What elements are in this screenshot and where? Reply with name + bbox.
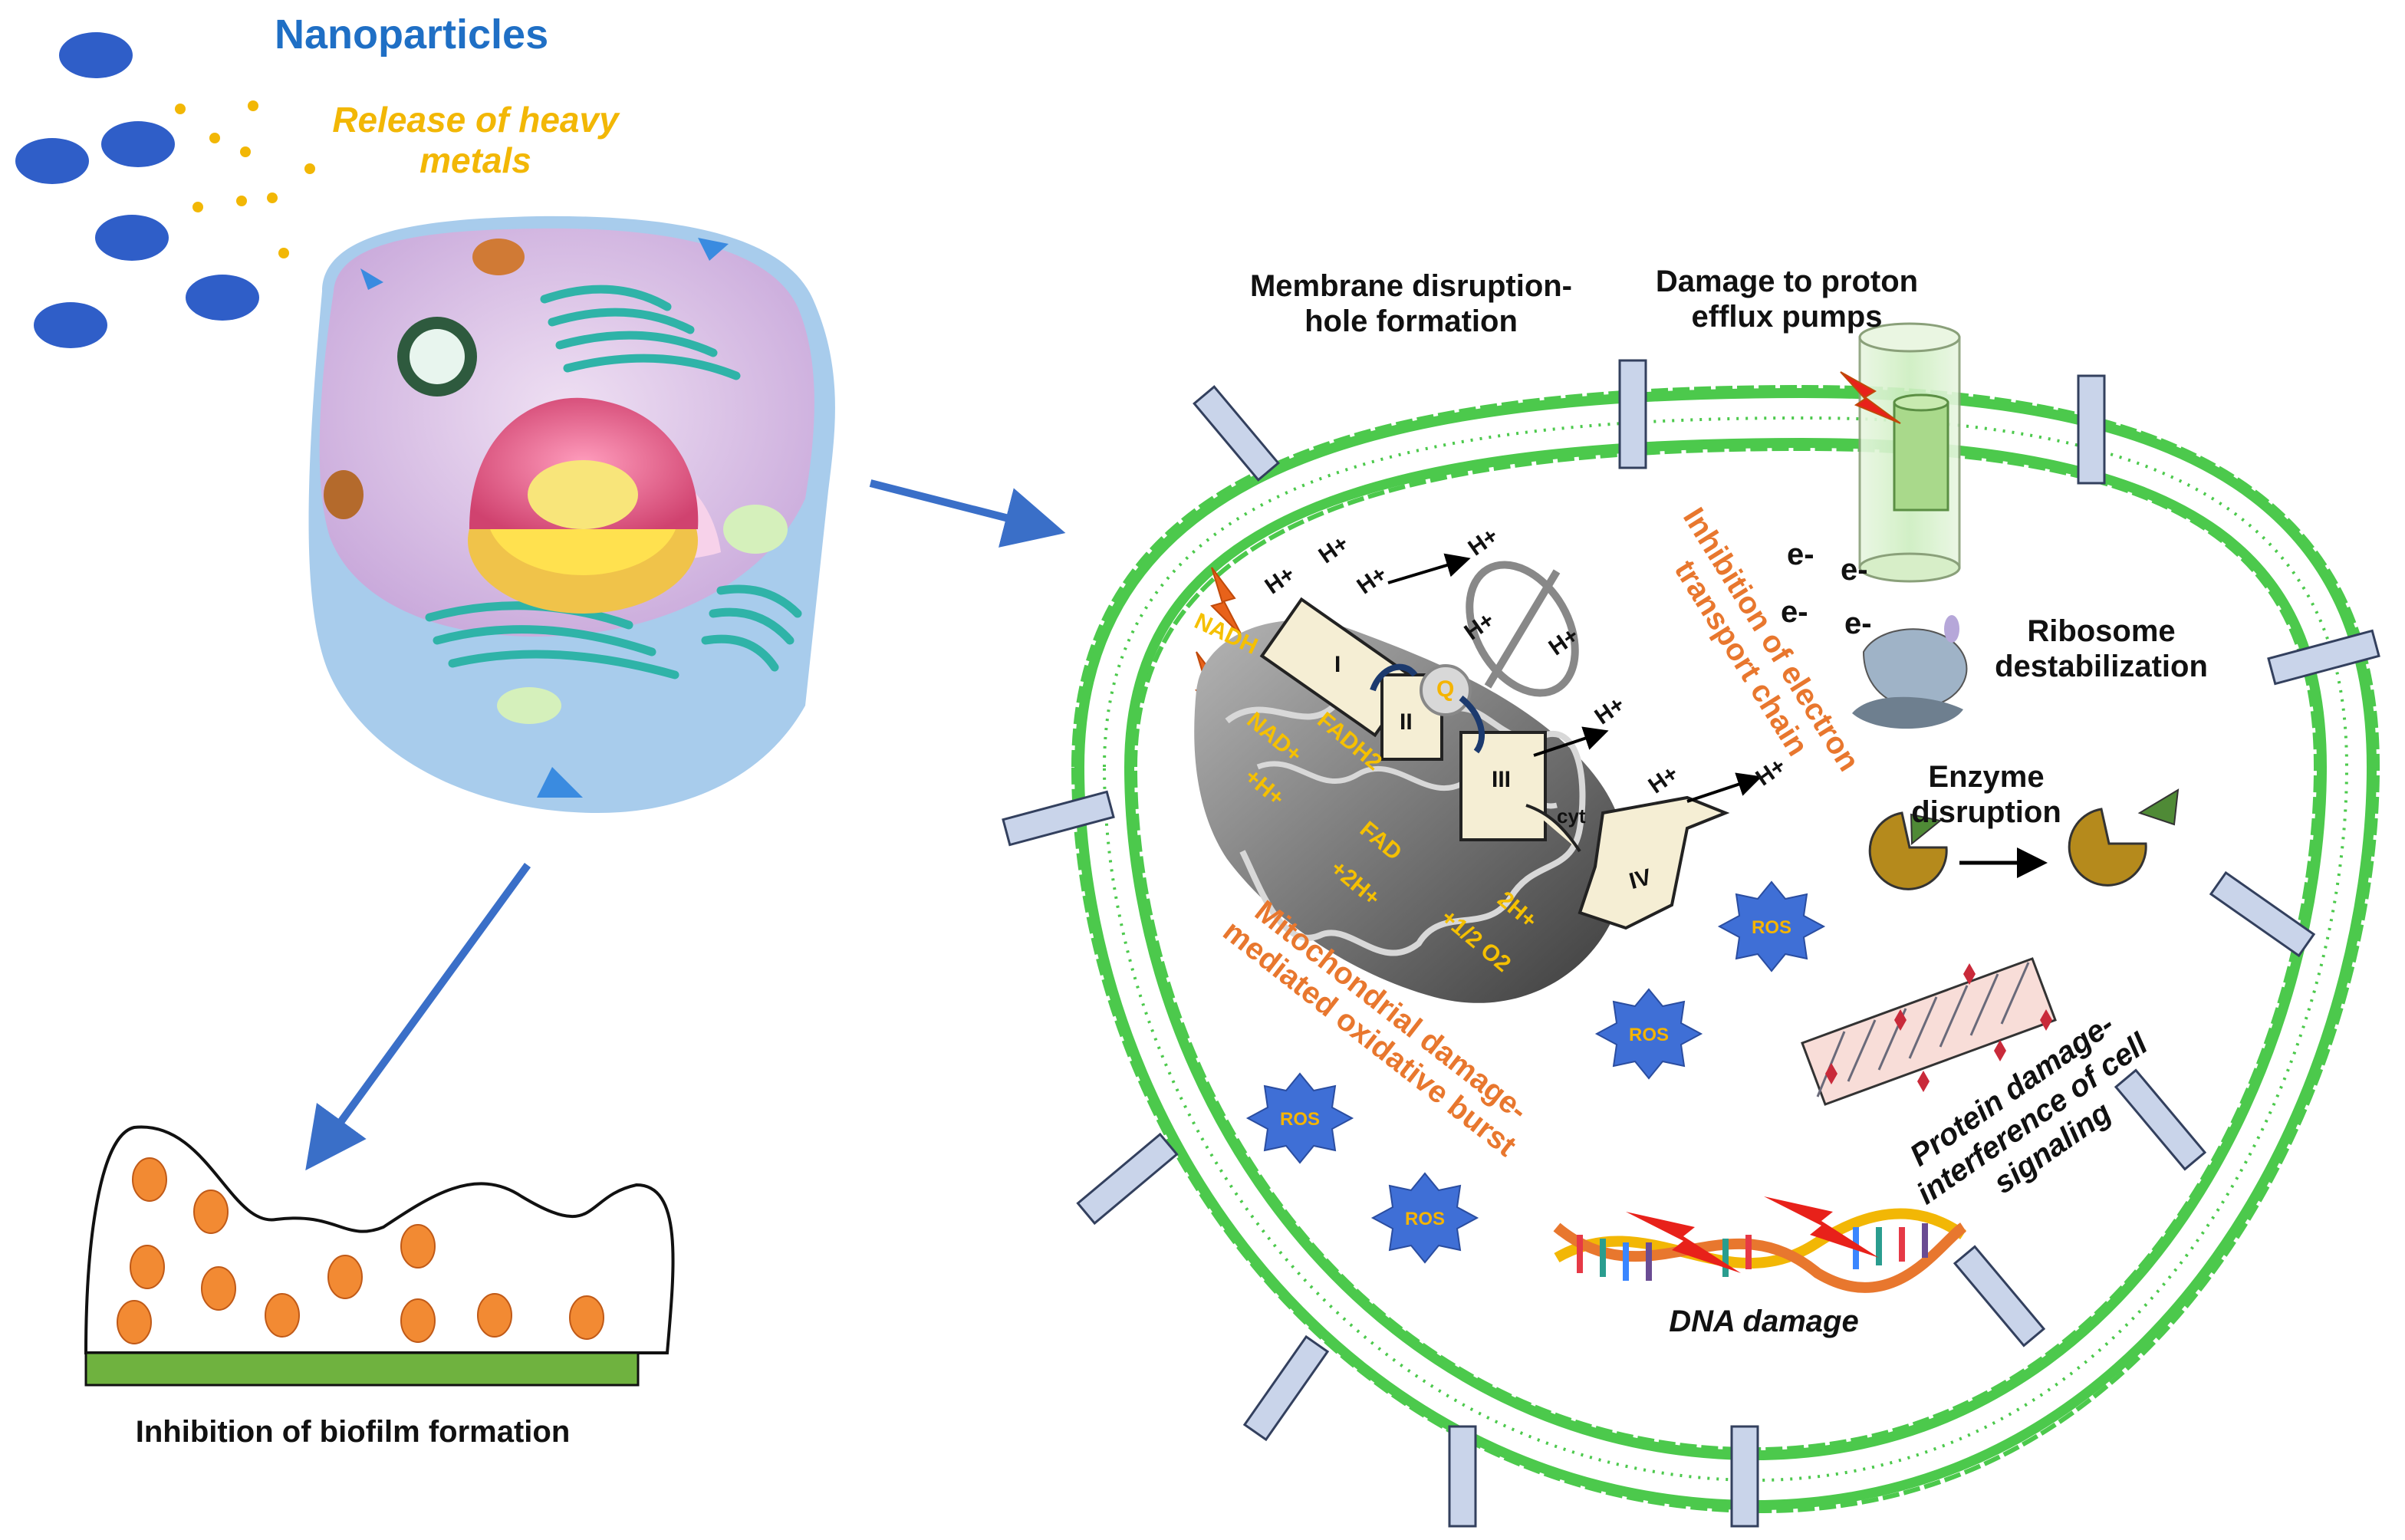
inhibition-ring [1466,561,1579,697]
cell-illustration [308,216,835,814]
dna-damage-label: DNA damage [1669,1305,1859,1338]
nanoparticle [101,121,175,167]
q-label: Q [1436,676,1455,702]
ros-stars [1245,880,1826,1264]
electron-label: e- [1841,553,1868,587]
complex-iii-label: III [1492,767,1512,792]
ros-label: ROS [1751,917,1791,938]
membrane-channels [1002,359,2380,1528]
proton-label-line2: efflux pumps [1691,300,1883,334]
golgi-apparatus [425,285,802,680]
enzyme-label-line2: disruption [1911,795,2061,829]
protein-coil [1801,957,2057,1106]
nanoparticle [15,138,89,184]
complex-ii-label: II [1400,709,1413,735]
release-heavy-metals-label: Release of heavy metals [330,100,621,181]
proton-pump-label: Damage to proton efflux pumps [1595,264,1979,334]
vesicle [324,470,364,519]
enzyme-disrupted [2068,788,2180,887]
bacterial-membrane [1071,384,2380,1514]
release-label-text: Release of heavy metals [332,100,619,180]
ros-label: ROS [1279,1109,1320,1130]
heavy-metal-ions [175,100,315,258]
electron-label: e- [1787,538,1814,571]
nanoparticle [34,302,107,348]
nanoparticle [186,275,259,321]
cyt-label: cyt [1557,805,1586,828]
proton-label-line1: Damage to proton [1655,265,1919,298]
electron-label: e- [1844,607,1872,640]
ribosome-label-line2: destabilization [1995,650,2208,683]
biofilm-label: Inhibition of biofilm formation [135,1415,571,1449]
enzyme-label: Enzyme disruption [1871,759,2101,830]
etc-complexes [1259,561,1730,930]
proton-efflux-pump [1858,322,1961,583]
ribosome-label-line1: Ribosome [2027,614,2176,648]
q-carrier [1420,664,1472,716]
nanoparticle [95,215,169,261]
title-nanoparticles: Nanoparticles [275,12,549,58]
arrow-to-biofilm [305,863,531,1171]
etc-arrows [1370,553,1762,803]
biofilm [84,1125,675,1387]
biofilm-surface [84,1351,640,1387]
ros-label: ROS [1628,1025,1669,1045]
ribosome [1852,615,1968,729]
membrane-label-line1: Membrane disruption- [1249,269,1573,303]
complex-iv [1578,795,1730,930]
ribosome-label: Ribosome destabilization [1963,614,2239,684]
membrane-label-line2: hole formation [1304,304,1518,338]
electron-label: e- [1781,595,1808,629]
ros-label: ROS [1404,1209,1445,1229]
vesicle [472,239,525,275]
enzyme-intact [1868,811,1948,890]
nanoparticle [59,32,133,78]
arrow-to-bacterium [869,479,1066,548]
nucleus [468,397,699,614]
dna-helix [1553,1196,1967,1293]
membrane-disruption-label: Membrane disruption- hole formation [1212,268,1610,339]
enzyme-label-line1: Enzyme [1928,760,2045,794]
nucleolus [528,460,638,529]
nanoparticle-cluster [15,32,259,348]
complex-i-label: I [1334,652,1341,677]
